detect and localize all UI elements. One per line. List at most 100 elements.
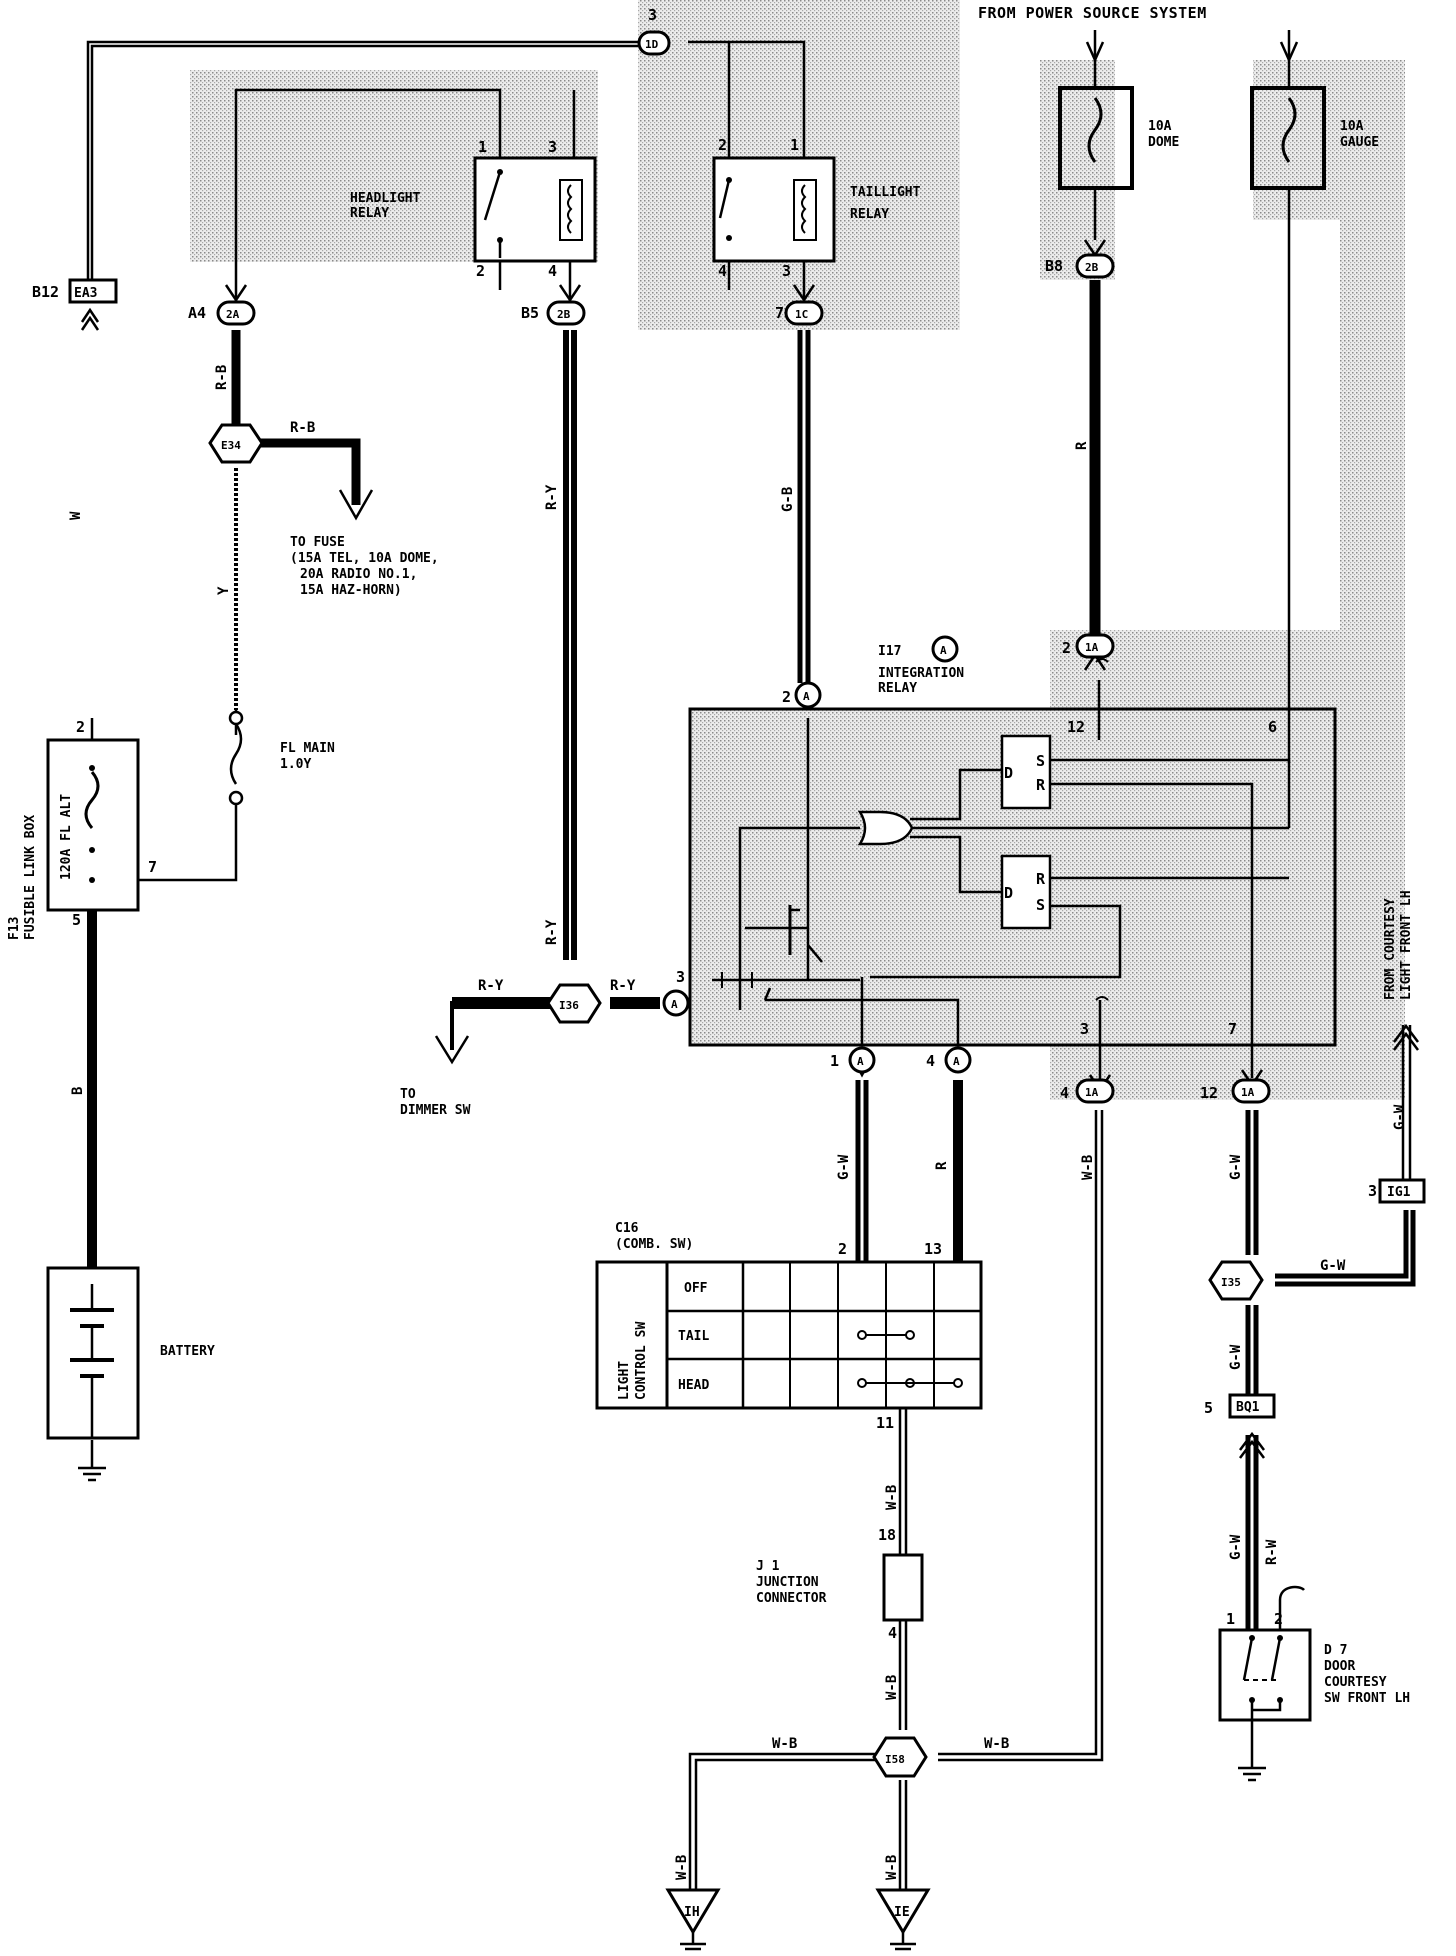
wire-label-gw-i35-top: G-W <box>1228 1154 1244 1180</box>
door-switch-name-1: DOOR <box>1324 1659 1355 1674</box>
connector-2b-right-pin: B8 <box>1045 257 1063 275</box>
flipflop-2-s: S <box>1036 896 1045 914</box>
headlight-relay-label-2: RELAY <box>350 206 389 221</box>
wire-label-ry-left: R-Y <box>478 978 504 994</box>
to-fuse-line-2: (15A TEL, 10A DOME, <box>290 551 439 566</box>
wire-label-wb-j1-bottom: W-B <box>884 1675 900 1700</box>
fusible-name: FUSIBLE LINK BOX <box>23 815 38 940</box>
door-switch-name-2: COURTESY <box>1324 1675 1387 1690</box>
connector-2b-left: 2B <box>557 308 571 321</box>
hr-pin-3: 3 <box>548 138 557 156</box>
ir-pin-3: 3 <box>676 968 685 986</box>
connector-2a: 2A <box>226 308 240 321</box>
flipflop-1-r: R <box>1036 776 1046 794</box>
switch-pos-tail: TAIL <box>678 1329 709 1344</box>
fusible-link-box <box>46 738 140 912</box>
ir-pin-6: 6 <box>1268 718 1277 736</box>
junction-connector <box>882 1553 924 1622</box>
courtesy-light-label-2: LIGHT FRONT LH <box>1399 890 1414 1000</box>
integration-relay-label-1: INTEGRATION <box>878 666 964 681</box>
connector-1a-top-pin: 2 <box>1062 639 1071 657</box>
wire-label-r-top: R <box>1074 441 1090 450</box>
wire-label-gw-courtesy: G-W <box>1392 1104 1408 1130</box>
gauge-fuse-amp: 10A <box>1340 119 1364 134</box>
connector-ig1: IG1 <box>1387 1185 1411 1200</box>
connector-1c: 1C <box>795 308 808 321</box>
fl-main-label-1: FL MAIN <box>280 741 335 756</box>
flipflop-2-d: D <box>1004 884 1013 902</box>
fl-pin-7: 7 <box>148 858 157 876</box>
connector-2a-pin: A4 <box>188 304 206 322</box>
thin-wires <box>86 30 1412 1890</box>
fl-main-fuse <box>228 710 244 806</box>
connector-i35: I35 <box>1221 1276 1241 1289</box>
switch-pos-head: HEAD <box>678 1378 709 1393</box>
wire-label-wb-right: W-B <box>1080 1155 1096 1180</box>
wire-label-wb-j1-top: W-B <box>884 1485 900 1510</box>
connector-i58: I58 <box>885 1753 905 1766</box>
junction-pin-18: 18 <box>878 1526 896 1544</box>
door-pin-2: 2 <box>1274 1610 1283 1628</box>
connector-1a-top: 1A <box>1085 641 1099 654</box>
wire-label-r-comb: R <box>934 1161 950 1170</box>
wire-label-gw-door: G-W <box>1228 1534 1244 1560</box>
gauge-fuse-name: GAUGE <box>1340 135 1379 150</box>
ground-symbols <box>78 1466 1266 1951</box>
door-courtesy-switch <box>1218 1628 1312 1722</box>
shaded-areas <box>190 0 1405 1100</box>
wire-label-gb: G-B <box>780 487 796 512</box>
cs-pin-11: 11 <box>876 1414 894 1432</box>
wire-label-wb-ih: W-B <box>674 1855 690 1880</box>
wire-label-ry-top: R-Y <box>544 484 560 510</box>
wire-label-gw-comb: G-W <box>836 1154 852 1180</box>
connector-a-1: A <box>857 1055 864 1068</box>
connector-1c-pin: 7 <box>775 304 784 322</box>
comb-switch <box>595 1260 983 1410</box>
connector-bq1: BQ1 <box>1236 1400 1260 1415</box>
wire-label-rw: R-W <box>1264 1539 1280 1565</box>
door-switch-name-3: SW FRONT LH <box>1324 1691 1410 1706</box>
headlight-relay-label-1: HEADLIGHT <box>350 191 421 206</box>
fl-main-label-2: 1.0Y <box>280 757 311 772</box>
dome-fuse <box>1058 86 1134 190</box>
junction-id: J 1 <box>756 1559 780 1574</box>
cs-pin-13: 13 <box>924 1240 942 1258</box>
headlight-relay <box>473 156 597 263</box>
ground-ie-label: IE <box>894 1905 910 1920</box>
fl-pin-5: 5 <box>72 911 81 929</box>
wire-label-y: Y <box>216 586 232 595</box>
connector-a-title: A <box>940 644 947 657</box>
connector-i36: I36 <box>559 999 579 1012</box>
battery-label: BATTERY <box>160 1344 215 1359</box>
connector-1a-b4: 1A <box>1085 1086 1099 1099</box>
ir-pin-7: 7 <box>1228 1020 1237 1038</box>
connector-1a-b12: 1A <box>1241 1086 1255 1099</box>
junction-name-1: JUNCTION <box>756 1575 819 1590</box>
integration-relay <box>688 658 1337 1047</box>
ir-pin-1: 1 <box>830 1052 839 1070</box>
wire-label-wb-left: W-B <box>772 1736 797 1752</box>
to-fuse-line-1: TO FUSE <box>290 535 345 550</box>
connector-ig1-pin: 3 <box>1368 1182 1377 1200</box>
switch-pos-off: OFF <box>684 1281 708 1296</box>
wire-label-ry-right: R-Y <box>610 978 636 994</box>
connector-1d: 1D <box>645 38 659 51</box>
connector-ea3-pin: B12 <box>32 283 59 301</box>
tr-pin-1: 1 <box>790 136 799 154</box>
thick-wires <box>87 280 1416 1630</box>
wire-label-rb-vert: R-B <box>214 365 230 390</box>
connector-2b-right: 2B <box>1085 261 1099 274</box>
to-fuse-line-4: 15A HAZ-HORN) <box>300 583 402 598</box>
battery <box>46 1266 140 1440</box>
light-control-label-1: LIGHT <box>617 1361 632 1400</box>
hr-pin-2: 2 <box>476 262 485 280</box>
ir-pin-12: 12 <box>1067 718 1085 736</box>
connector-1d-pin: 3 <box>648 6 657 24</box>
wire-label-gw-horizontal: G-W <box>1320 1258 1346 1274</box>
to-fuse-line-3: 20A RADIO NO.1, <box>300 567 417 582</box>
tr-pin-4: 4 <box>718 262 727 280</box>
connector-2b-left-pin: B5 <box>521 304 539 322</box>
door-switch-id: D 7 <box>1324 1643 1347 1658</box>
taillight-relay-label-2: RELAY <box>850 207 889 222</box>
